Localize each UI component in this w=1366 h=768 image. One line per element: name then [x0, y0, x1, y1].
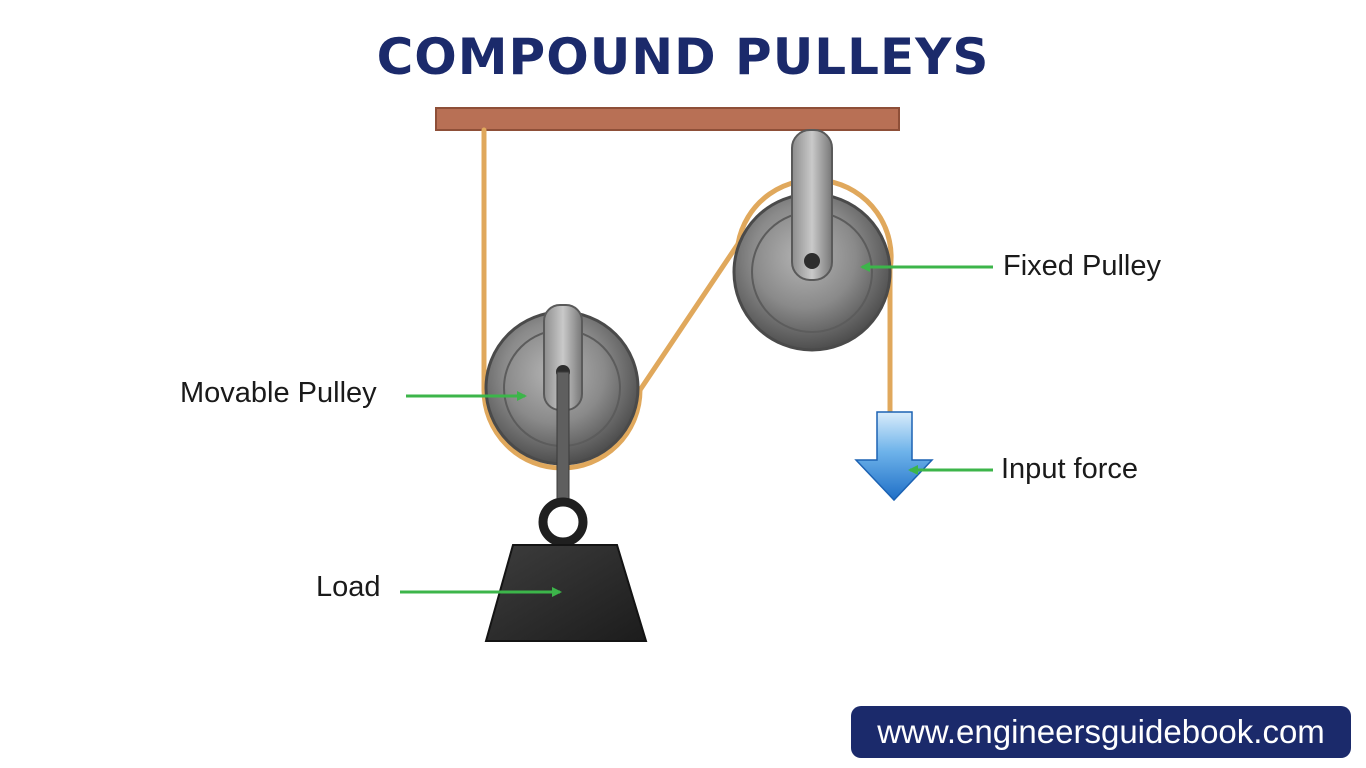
page-title: COMPOUND PULLEYS	[376, 28, 990, 86]
load-hook-ring	[538, 497, 588, 547]
ceiling-beam	[435, 107, 900, 131]
movable-pulley-label: Movable Pulley	[180, 377, 377, 409]
load-label: Load	[316, 571, 381, 603]
fixed-pulley-label: Fixed Pulley	[1003, 250, 1161, 282]
input-force-arrow	[854, 411, 934, 502]
movable-pulley	[484, 304, 640, 547]
fixed-pulley	[732, 129, 892, 352]
load-weight	[484, 544, 648, 642]
input-force-label: Input force	[1001, 453, 1139, 485]
website-banner: www.engineersguidebook.com	[851, 706, 1351, 758]
